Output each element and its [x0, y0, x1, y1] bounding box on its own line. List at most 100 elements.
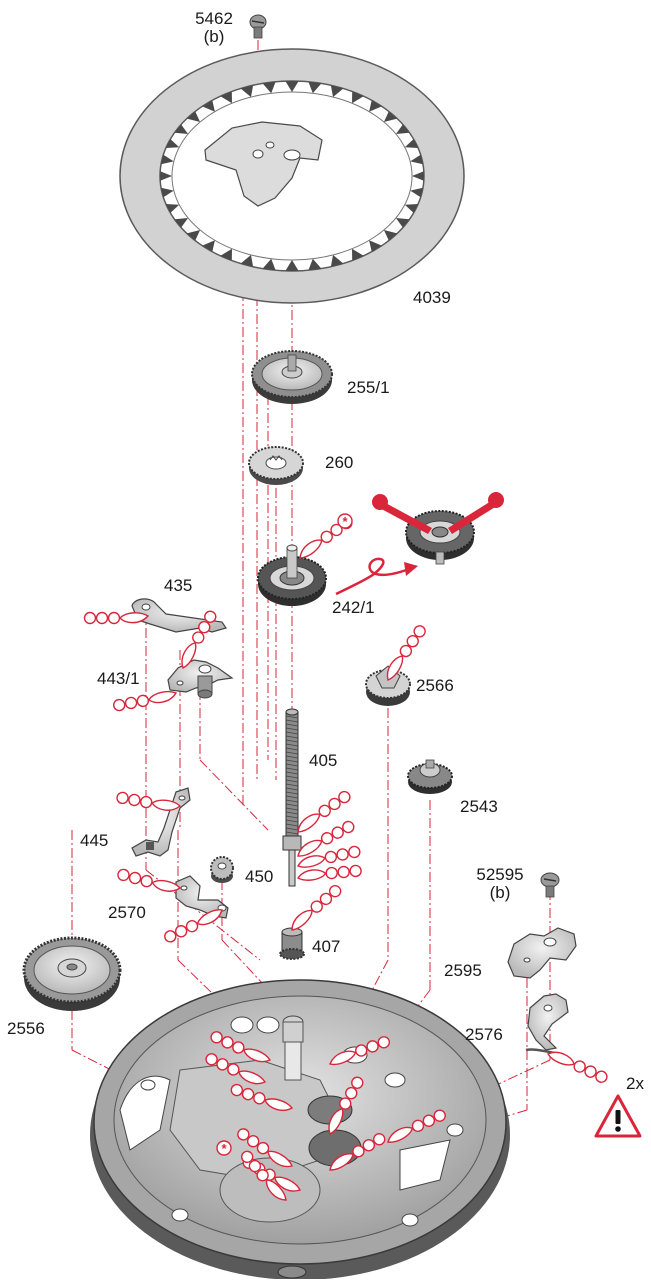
label-screw-52595: 52595 (b) — [470, 866, 530, 902]
label-stem-405: 405 — [309, 751, 338, 770]
screw-52595 — [540, 872, 560, 898]
ring-tooth — [404, 204, 419, 213]
ring-tooth — [383, 230, 398, 241]
stem-thread — [285, 775, 299, 779]
label-lever-443-1: 443/1 — [97, 669, 140, 688]
part-number: 52595 — [476, 865, 524, 884]
ring-tooth — [186, 111, 201, 122]
ring-tooth — [352, 91, 364, 104]
stem-thread — [285, 779, 299, 783]
label-wheel-260: 260 — [325, 453, 354, 472]
asterisk-icon: * * — [216, 513, 353, 1156]
stem-thread — [285, 755, 299, 759]
ring-tooth — [383, 111, 398, 122]
screw-5462 — [249, 14, 267, 39]
stem-thread — [285, 799, 299, 803]
stem-thread — [285, 831, 299, 835]
warning-triangle-icon — [594, 1094, 642, 1138]
stem-thread — [285, 811, 299, 815]
bridge-2595 — [507, 927, 577, 979]
wheel-242-1 — [257, 544, 327, 606]
ring-tooth — [395, 124, 410, 134]
stem-thread — [285, 715, 299, 719]
stem-thread — [285, 731, 299, 735]
ring-tooth — [412, 171, 424, 181]
label-quantity-2x: 2x — [626, 1074, 644, 1093]
ring-tooth — [220, 91, 232, 104]
label-wheel-255-1: 255/1 — [347, 378, 390, 397]
ring-tooth — [165, 139, 180, 148]
label-lever-435: 435 — [164, 576, 193, 595]
label-wheel-242-1: 242/1 — [332, 598, 375, 617]
ring-tooth — [262, 258, 276, 271]
stem-thread — [285, 735, 299, 739]
label-pinion-407: 407 — [312, 937, 341, 956]
stem-thread — [285, 787, 299, 791]
stem-thread — [285, 743, 299, 747]
ring-tooth — [352, 248, 364, 261]
ring-tooth — [240, 254, 254, 267]
stem-thread — [285, 795, 299, 799]
svg-text:*: * — [221, 1141, 227, 1156]
ring-tooth — [410, 154, 423, 165]
stem-thread — [285, 807, 299, 811]
stem-thread — [285, 723, 299, 727]
stem-thread — [285, 739, 299, 743]
ring-tooth — [369, 100, 382, 112]
ring-tooth — [308, 81, 322, 94]
ring-tooth — [174, 218, 189, 228]
winding-stem-405 — [282, 708, 302, 887]
ring-tooth — [285, 81, 299, 92]
wheel-2556 — [22, 936, 122, 1011]
stem-thread — [285, 719, 299, 723]
label-dial-ring: 4039 — [413, 288, 451, 307]
ring-tooth — [165, 204, 180, 213]
label-pinion-450: 450 — [245, 867, 274, 886]
stem-thread — [285, 727, 299, 731]
ring-tooth — [186, 230, 201, 241]
label-spring-2576: 2576 — [465, 1025, 503, 1044]
stem-thread — [285, 751, 299, 755]
part-subnote: (b) — [203, 26, 225, 46]
stem-thread — [285, 819, 299, 823]
stem-thread — [285, 823, 299, 827]
ring-tooth — [220, 248, 232, 261]
stem-thread — [285, 767, 299, 771]
ring-tooth — [285, 260, 299, 271]
wheel-260 — [248, 446, 304, 485]
part-number: 5462 — [195, 9, 233, 28]
lever-443-1 — [167, 659, 234, 699]
stem-thread — [285, 771, 299, 775]
wheel-2543 — [407, 759, 453, 794]
label-lever-2570: 2570 — [108, 903, 146, 922]
ring-tooth — [308, 258, 322, 271]
ring-tooth — [330, 254, 344, 267]
ring-tooth — [240, 85, 254, 98]
label-wheel-2543: 2543 — [460, 797, 498, 816]
pinion-407 — [279, 927, 305, 960]
ring-tooth — [262, 81, 276, 94]
spring-2576 — [525, 993, 569, 1056]
label-bridge-2595: 2595 — [444, 961, 482, 980]
main-plate — [90, 979, 510, 1280]
ring-tooth — [161, 187, 174, 198]
ring-tooth — [202, 100, 215, 112]
ring-tooth — [395, 218, 410, 228]
rotation-arrow-icon — [335, 557, 418, 596]
ring-tooth — [330, 85, 344, 98]
oiler-tool-icon — [372, 492, 504, 565]
stem-thread — [285, 759, 299, 763]
svg-text:*: * — [342, 514, 348, 529]
stem-thread — [285, 763, 299, 767]
lever-445 — [131, 787, 191, 857]
ring-tooth — [202, 240, 215, 252]
stem-thread — [285, 747, 299, 751]
stem-thread — [285, 815, 299, 819]
pinion-450 — [210, 856, 234, 883]
ring-tooth — [174, 124, 189, 134]
label-wheel-2556: 2556 — [7, 1019, 45, 1038]
stem-thread — [285, 827, 299, 831]
dial-ring-4039 — [119, 48, 465, 304]
ring-tooth — [404, 139, 419, 148]
